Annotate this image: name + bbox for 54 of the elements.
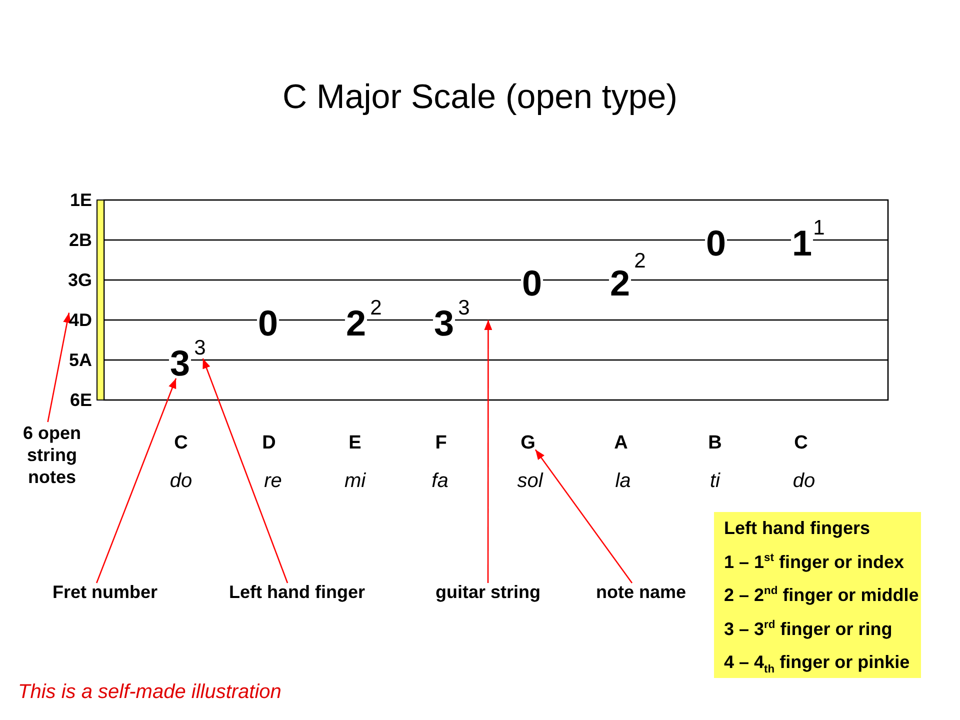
leader-line [202,358,288,584]
leader-line [534,449,633,584]
callout-label: Fret number [52,583,158,601]
string-line [104,319,888,321]
note-name: G [520,434,536,452]
solfege-syllable: do [170,471,192,491]
finger-number: 2 [370,298,382,318]
note-name: C [174,434,188,452]
solfege-syllable: sol [517,471,543,491]
string-name: 4D [68,311,92,329]
fret-number: 3 [170,350,190,378]
solfege-syllable: do [792,471,816,491]
string-name: 1E [70,191,92,209]
fret-number: 3 [434,310,454,338]
note-name: E [348,434,362,452]
finger-number: 3 [194,338,206,358]
note-name: B [708,434,722,452]
key-entry: 2 – 2$^{nd}$ finger or middle [724,586,919,604]
finger-number: 1 [813,218,825,238]
fret-number: 0 [258,310,278,338]
key-entry: 1 – 1$^{st}$ finger or index [724,553,904,571]
key-title: Left hand fingers [724,519,870,537]
key-entry: 3 – 3$^{rd}$ finger or ring [724,620,892,638]
string-name: 6E [70,391,92,409]
callout-label: note name [596,583,686,601]
fret-number: 1 [792,230,812,258]
solfege-syllable: mi [344,471,366,491]
note-name: A [614,434,628,452]
leader-line [96,378,177,584]
solfege-syllable: re [264,471,282,491]
solfege-syllable: ti [710,471,720,491]
key-entry: 4 – 4$_{th}$ finger or pinkie [724,653,910,671]
string-name: 3G [68,271,92,289]
credit-note: This is a self-made illustration [18,682,282,702]
solfege-syllable: fa [432,471,448,491]
note-name: D [262,434,276,452]
solfege-syllable: la [615,471,631,491]
callout-label: Left hand finger [229,583,365,601]
string-name: 2B [68,231,92,249]
note-name: C [794,434,808,452]
finger-number: 3 [458,298,470,318]
note-name: F [435,434,447,452]
string-name: 5A [68,351,92,369]
key-panel [714,512,921,678]
fret-number: 0 [706,230,726,258]
fret-number: 2 [346,310,366,338]
finger-number: 2 [634,250,646,272]
leader-line [484,320,492,583]
callout-label: 6 open string notes [17,422,87,488]
fret-number: 2 [610,270,630,298]
fret-number: 0 [522,270,542,298]
leader-line [47,312,72,422]
callout-label: guitar string [436,583,540,601]
diagram-title: C Major Scale (open type) [282,80,678,114]
